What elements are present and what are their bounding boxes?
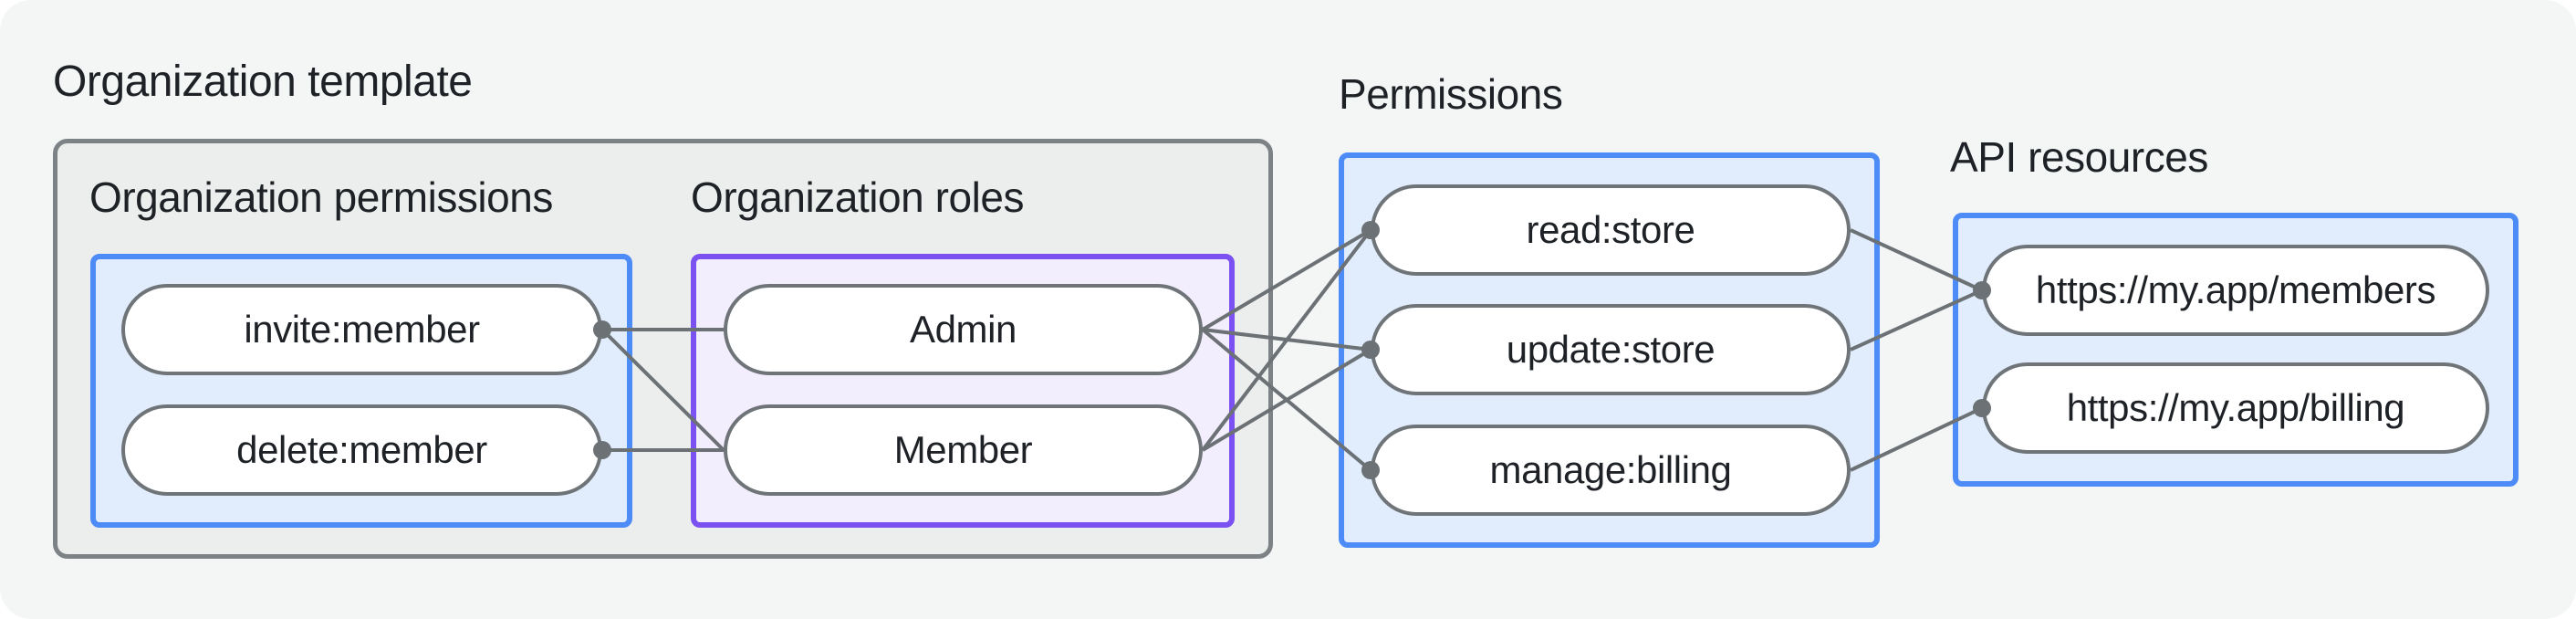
node-admin-role: Admin bbox=[724, 284, 1203, 375]
node-api-billing-url: https://my.app/billing bbox=[1982, 362, 2489, 454]
organization-roles-label: Organization roles bbox=[691, 173, 1025, 221]
node-api-members-url: https://my.app/members bbox=[1982, 245, 2489, 336]
organization-template-label: Organization template bbox=[53, 58, 473, 106]
api-resources-label: API resources bbox=[1950, 133, 2208, 181]
organization-permissions-label: Organization permissions bbox=[89, 173, 553, 221]
node-update-store: update:store bbox=[1371, 304, 1851, 395]
node-read-store: read:store bbox=[1371, 184, 1851, 276]
node-member-role: Member bbox=[724, 404, 1203, 496]
node-invite-member: invite:member bbox=[121, 284, 602, 375]
node-delete-member: delete:member bbox=[121, 404, 602, 496]
node-manage-billing: manage:billing bbox=[1371, 425, 1851, 516]
permissions-label: Permissions bbox=[1339, 70, 1563, 118]
